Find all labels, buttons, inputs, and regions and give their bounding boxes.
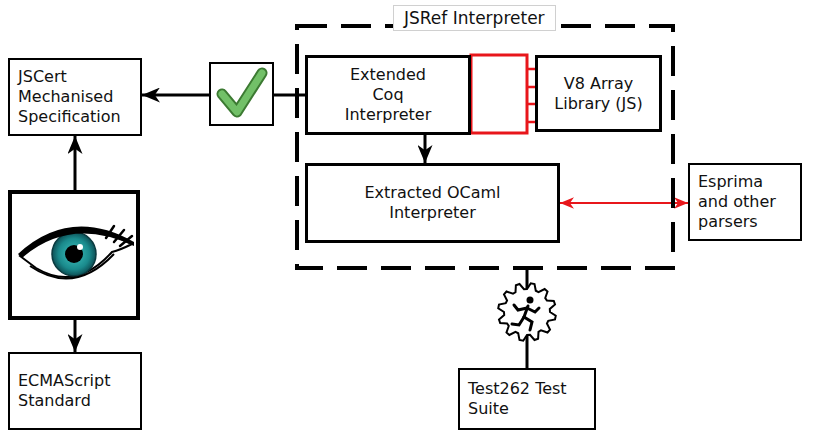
arrow-connector bbox=[560, 202, 688, 204]
node-label: Test262 Test Suite bbox=[468, 379, 568, 419]
eye-icon bbox=[10, 192, 138, 318]
spec-box: JSCert Mechanised Specification bbox=[8, 58, 142, 136]
node-label: V8 Array Library (JS) bbox=[546, 74, 651, 114]
process-box: Extended Coq Interpreter bbox=[305, 55, 471, 135]
dashed-border bbox=[297, 26, 673, 268]
group-title: JSRef Interpreter bbox=[393, 5, 556, 31]
node-label: Extended Coq Interpreter bbox=[333, 65, 443, 125]
node-label: JSCert Mechanised Specification bbox=[18, 67, 132, 127]
standard-box: ECMAScript Standard bbox=[8, 352, 142, 430]
adapter-bracket bbox=[471, 55, 545, 133]
node-label: Esprima and other parsers bbox=[698, 172, 792, 232]
node-label: Extracted OCaml Interpreter bbox=[333, 183, 533, 223]
process-box: Extracted OCaml Interpreter bbox=[305, 163, 560, 243]
runner-gear-icon bbox=[498, 283, 556, 341]
interpreter-group: JSRef InterpreterExtended Coq Interprete… bbox=[295, 24, 675, 270]
parser-box: Esprima and other parsers bbox=[688, 163, 802, 241]
node-label: ECMAScript Standard bbox=[18, 371, 132, 411]
test-suite-box: Test262 Test Suite bbox=[458, 368, 596, 430]
library-box: V8 Array Library (JS) bbox=[535, 55, 662, 132]
arrow-connector bbox=[424, 135, 427, 163]
check-icon bbox=[210, 63, 273, 125]
